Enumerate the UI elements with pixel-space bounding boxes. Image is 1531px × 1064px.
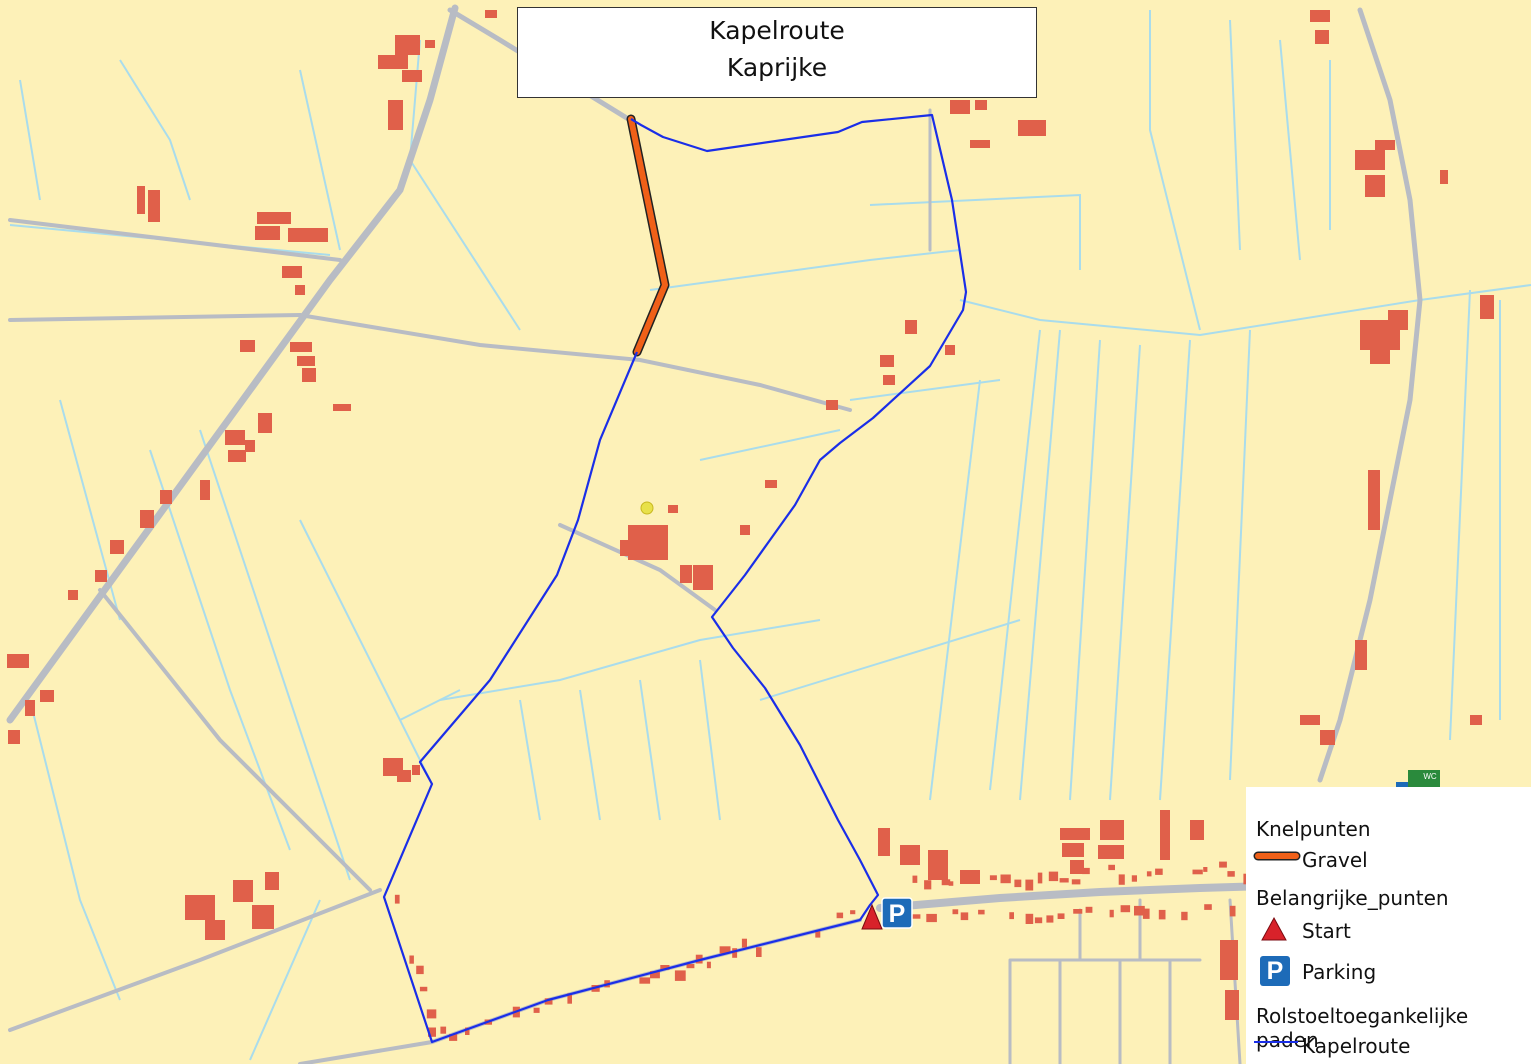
building — [989, 875, 997, 881]
building — [686, 964, 695, 969]
building — [741, 938, 747, 948]
building — [409, 955, 414, 964]
building — [1085, 906, 1093, 913]
building — [912, 914, 921, 919]
building — [972, 876, 980, 884]
building — [1134, 905, 1145, 916]
wc-label: WC — [1423, 772, 1437, 781]
building — [639, 977, 651, 984]
legend-item-start: Start — [1302, 919, 1351, 943]
building — [1146, 871, 1152, 877]
legend-group-rolstoeltoegankelijke-paden: Rolstoeltoegankelijke paden — [1256, 1004, 1469, 1052]
legend-item-gravel: Gravel — [1302, 848, 1368, 872]
building — [416, 965, 424, 975]
parking-legend-icon: P — [1260, 956, 1290, 986]
legend-item-parking: Parking — [1302, 960, 1377, 984]
building — [428, 1027, 436, 1037]
building — [1155, 868, 1163, 875]
building — [1059, 878, 1069, 883]
building — [1034, 917, 1043, 924]
building — [544, 998, 553, 1005]
building — [1120, 905, 1131, 913]
map-title-line1: Kapelroute — [709, 16, 845, 45]
building — [1204, 904, 1212, 910]
building — [732, 948, 738, 958]
building — [465, 1027, 470, 1035]
building — [394, 894, 400, 904]
building — [1229, 905, 1236, 917]
building — [1203, 867, 1208, 872]
building — [1037, 872, 1043, 884]
building — [1227, 871, 1235, 877]
building — [1073, 909, 1083, 914]
building — [1109, 909, 1114, 918]
building — [756, 947, 762, 957]
start-legend-icon — [1261, 916, 1287, 941]
building — [1025, 913, 1034, 924]
parking-marker[interactable]: P — [881, 897, 913, 929]
route-legend-icon — [1254, 1041, 1298, 1043]
building — [1108, 864, 1115, 871]
start-marker[interactable] — [861, 903, 883, 930]
building — [1000, 874, 1011, 884]
building — [1057, 913, 1065, 919]
parking-glyph: P — [889, 900, 906, 928]
map-legend: Knelpunten Gravel Belangrijke_punten Sta… — [1246, 787, 1531, 1064]
building — [836, 912, 844, 919]
building — [948, 881, 954, 886]
map-title-box: Kapelroute Kaprijke — [517, 7, 1037, 98]
legend-item-kapelroute: Kapelroute — [1302, 1034, 1411, 1058]
building — [1118, 874, 1125, 885]
building — [650, 971, 660, 979]
building — [426, 1009, 437, 1019]
poi-marker — [640, 501, 654, 515]
building — [1142, 908, 1150, 919]
buildings — [7, 10, 1494, 1020]
map-title-line2: Kaprijke — [726, 53, 828, 82]
legend-group-belangrijke-punten: Belangrijke_punten — [1256, 886, 1449, 910]
building — [1082, 867, 1090, 875]
building — [1131, 875, 1137, 882]
route-kapelroute[interactable] — [382, 113, 968, 1044]
building — [978, 909, 985, 915]
building — [941, 879, 951, 886]
building — [660, 965, 670, 970]
building — [706, 961, 711, 969]
building — [419, 986, 428, 992]
building — [674, 970, 686, 981]
legend-group-knelpunten: Knelpunten — [1256, 817, 1371, 841]
building — [850, 910, 856, 915]
building — [1192, 869, 1203, 875]
building — [567, 993, 572, 1004]
building — [1219, 861, 1227, 868]
building — [1014, 879, 1022, 888]
building — [440, 1026, 447, 1034]
building — [912, 875, 918, 883]
building — [1025, 879, 1034, 891]
building — [1181, 911, 1188, 921]
building — [719, 946, 731, 954]
building — [815, 930, 821, 938]
building — [1158, 909, 1166, 920]
building — [1046, 915, 1054, 923]
building — [1048, 871, 1059, 882]
waterways — [9, 10, 1531, 1061]
building — [924, 880, 932, 890]
building — [1071, 879, 1081, 885]
building — [1009, 912, 1014, 920]
building — [960, 912, 969, 921]
building — [533, 1007, 540, 1013]
gravel-segment-fill — [628, 116, 668, 355]
gravel-legend-icon — [1253, 851, 1301, 861]
building — [926, 913, 937, 923]
building — [449, 1034, 458, 1041]
building — [952, 909, 959, 915]
